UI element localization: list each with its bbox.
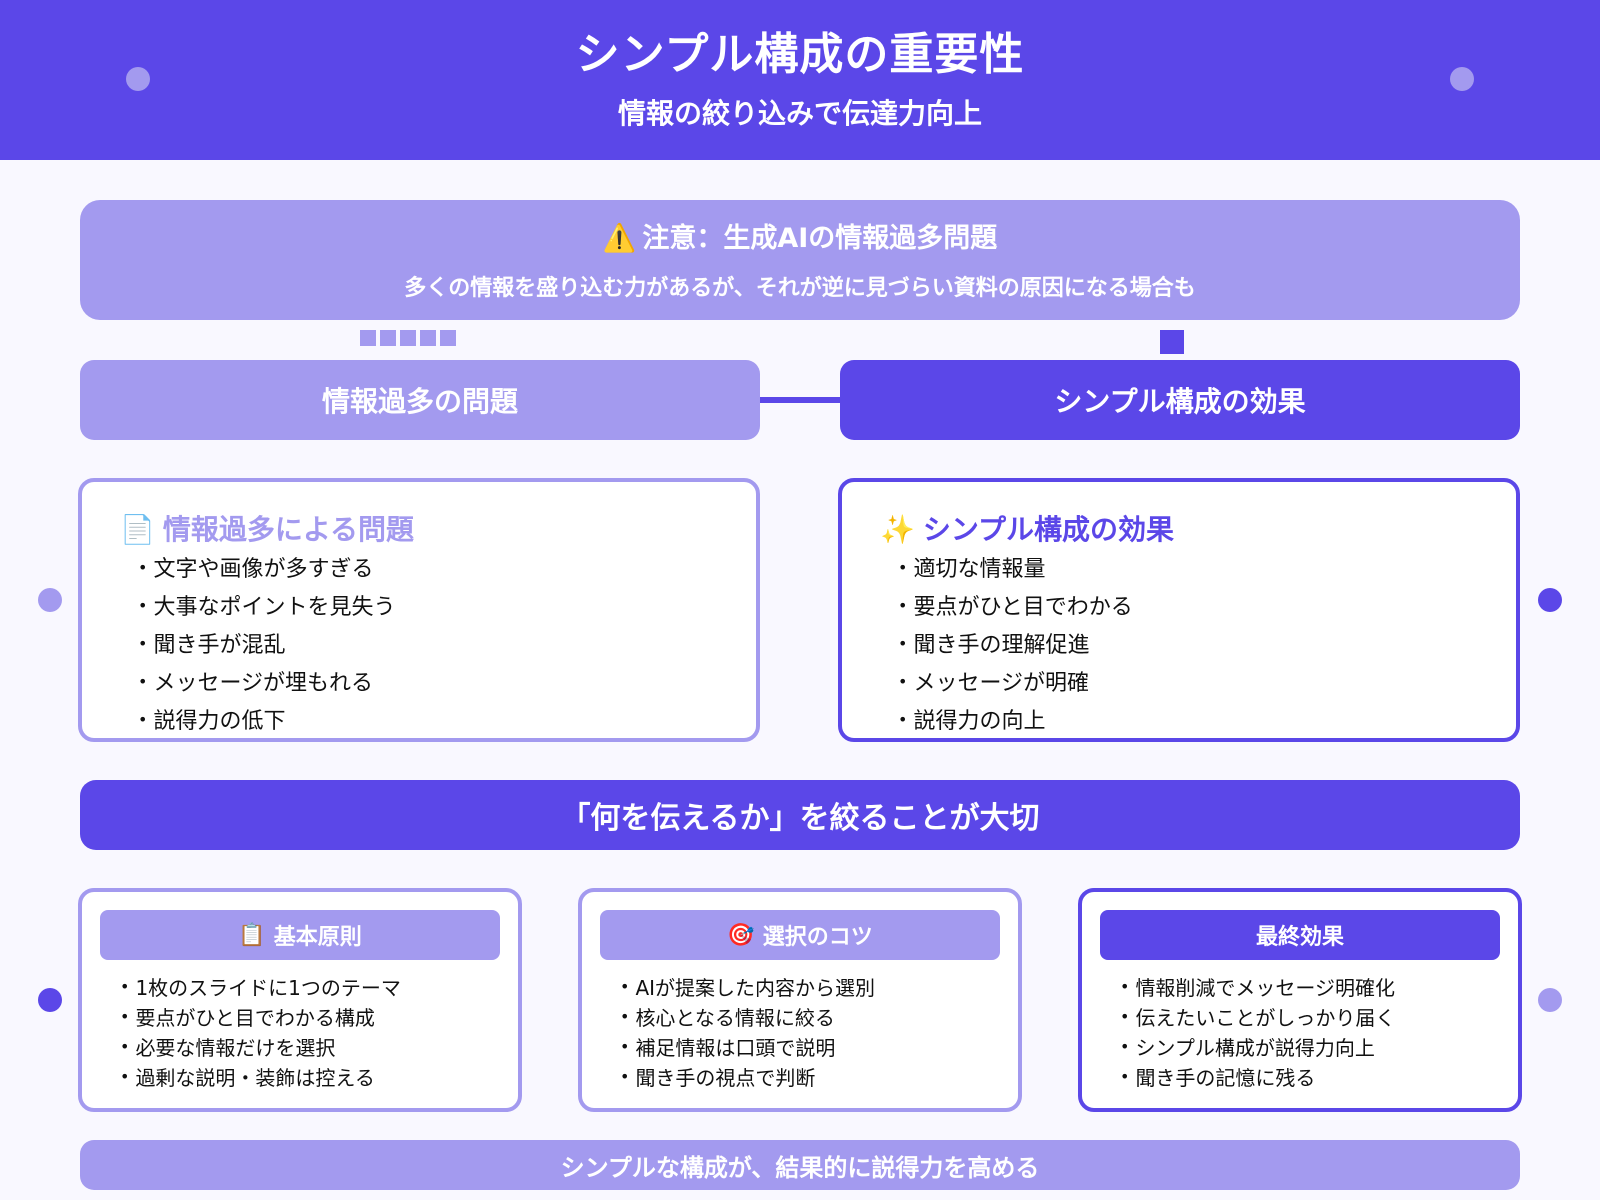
decor-square: [420, 330, 436, 346]
decor-square: [440, 330, 456, 346]
decor-dot: [38, 988, 62, 1012]
principles-card-header: 📋基本原則: [100, 910, 500, 960]
section-header-problem: 情報過多の問題: [80, 360, 760, 440]
decor-square: [360, 330, 376, 346]
document-icon: 📄: [120, 513, 155, 546]
list-item: 核心となる情報に絞る: [620, 1002, 875, 1032]
list-item: 聞き手の視点で判断: [620, 1062, 875, 1092]
decor-square: [400, 330, 416, 346]
decor-dot: [38, 588, 62, 612]
final-effect-header: 最終効果: [1100, 910, 1500, 960]
list-item: 必要な情報だけを選択: [120, 1032, 401, 1062]
list-item: 1枚のスライドに1つのテーマ: [120, 972, 400, 1002]
list-item: メッセージが明確: [898, 666, 1133, 704]
list-item: メッセージが埋もれる: [138, 666, 395, 704]
list-item: 情報削減でメッセージ明確化: [1120, 972, 1395, 1002]
footer-conclusion: シンプルな構成が、結果的に説得力を高める: [80, 1140, 1520, 1190]
key-message-band: 「何を伝えるか」を絞ることが大切: [80, 780, 1520, 850]
selection-tips-card: 🎯選択のコツ AIが提案した内容から選別 核心となる情報に絞る 補足情報は口頭で…: [578, 888, 1022, 1112]
list-item: 聞き手が混乱: [138, 628, 395, 666]
header-banner: シンプル構成の重要性 情報の絞り込みで伝達力向上: [0, 0, 1600, 160]
list-item: 適切な情報量: [898, 552, 1133, 590]
page-title: シンプル構成の重要性: [575, 29, 1025, 80]
effect-card: ✨シンプル構成の効果 適切な情報量 要点がひと目でわかる 聞き手の理解促進 メッ…: [838, 478, 1520, 742]
target-icon: 🎯: [727, 922, 755, 948]
list-item: 文字や画像が多すぎる: [138, 552, 395, 590]
final-effect-card: 最終効果 情報削減でメッセージ明確化 伝えたいことがしっかり届く シンプル構成が…: [1078, 888, 1522, 1112]
decor-square: [380, 330, 396, 346]
warning-title: ⚠️注意：生成AIの情報過多問題: [602, 223, 998, 254]
sparkles-icon: ✨: [880, 513, 915, 546]
principles-list: 1枚のスライドに1つのテーマ 要点がひと目でわかる構成 必要な情報だけを選択 過…: [120, 972, 401, 1092]
section-connector: [760, 397, 840, 403]
list-item: 大事なポイントを見失う: [138, 590, 395, 628]
warning-box: ⚠️注意：生成AIの情報過多問題 多くの情報を盛り込む力があるが、それが逆に見づ…: [80, 200, 1520, 320]
list-item: 要点がひと目でわかる: [898, 590, 1132, 628]
problem-list: 文字や画像が多すぎる 大事なポイントを見失う 聞き手が混乱 メッセージが埋もれる…: [138, 552, 395, 742]
decor-square-dark: [1160, 330, 1184, 354]
decor-dot-left: [126, 67, 150, 91]
final-effect-list: 情報削減でメッセージ明確化 伝えたいことがしっかり届く シンプル構成が説得力向上…: [1120, 972, 1395, 1092]
warning-icon: ⚠️: [602, 223, 637, 254]
list-item: AIが提案した内容から選別: [620, 972, 875, 1002]
decor-dot: [1538, 988, 1562, 1012]
list-item: 過剰な説明・装飾は控える: [120, 1062, 401, 1092]
selection-tips-header: 🎯選択のコツ: [600, 910, 1000, 960]
effect-list: 適切な情報量 要点がひと目でわかる 聞き手の理解促進 メッセージが明確 説得力の…: [898, 552, 1133, 742]
page-subtitle: 情報の絞り込みで伝達力向上: [617, 97, 982, 130]
clipboard-icon: 📋: [238, 922, 266, 948]
problem-card: 📄情報過多による問題 文字や画像が多すぎる 大事なポイントを見失う 聞き手が混乱…: [78, 478, 760, 742]
list-item: 要点がひと目でわかる構成: [120, 1002, 401, 1032]
list-item: 聞き手の理解促進: [898, 628, 1133, 666]
list-item: 聞き手の記憶に残る: [1120, 1062, 1395, 1092]
problem-card-title: 📄情報過多による問題: [120, 513, 415, 546]
effect-card-title: ✨シンプル構成の効果: [880, 513, 1175, 546]
selection-tips-list: AIが提案した内容から選別 核心となる情報に絞る 補足情報は口頭で説明 聞き手の…: [620, 972, 875, 1092]
decor-dot: [1538, 588, 1562, 612]
list-item: 伝えたいことがしっかり届く: [1120, 1002, 1395, 1032]
list-item: 説得力の低下: [138, 704, 395, 742]
list-item: シンプル構成が説得力向上: [1120, 1032, 1395, 1062]
decor-dot-right: [1450, 67, 1474, 91]
list-item: 補足情報は口頭で説明: [620, 1032, 875, 1062]
principles-card: 📋基本原則 1枚のスライドに1つのテーマ 要点がひと目でわかる構成 必要な情報だ…: [78, 888, 522, 1112]
warning-body: 多くの情報を盛り込む力があるが、それが逆に見づらい資料の原因になる場合も: [404, 276, 1196, 301]
section-header-effect: シンプル構成の効果: [840, 360, 1520, 440]
list-item: 説得力の向上: [898, 704, 1133, 742]
